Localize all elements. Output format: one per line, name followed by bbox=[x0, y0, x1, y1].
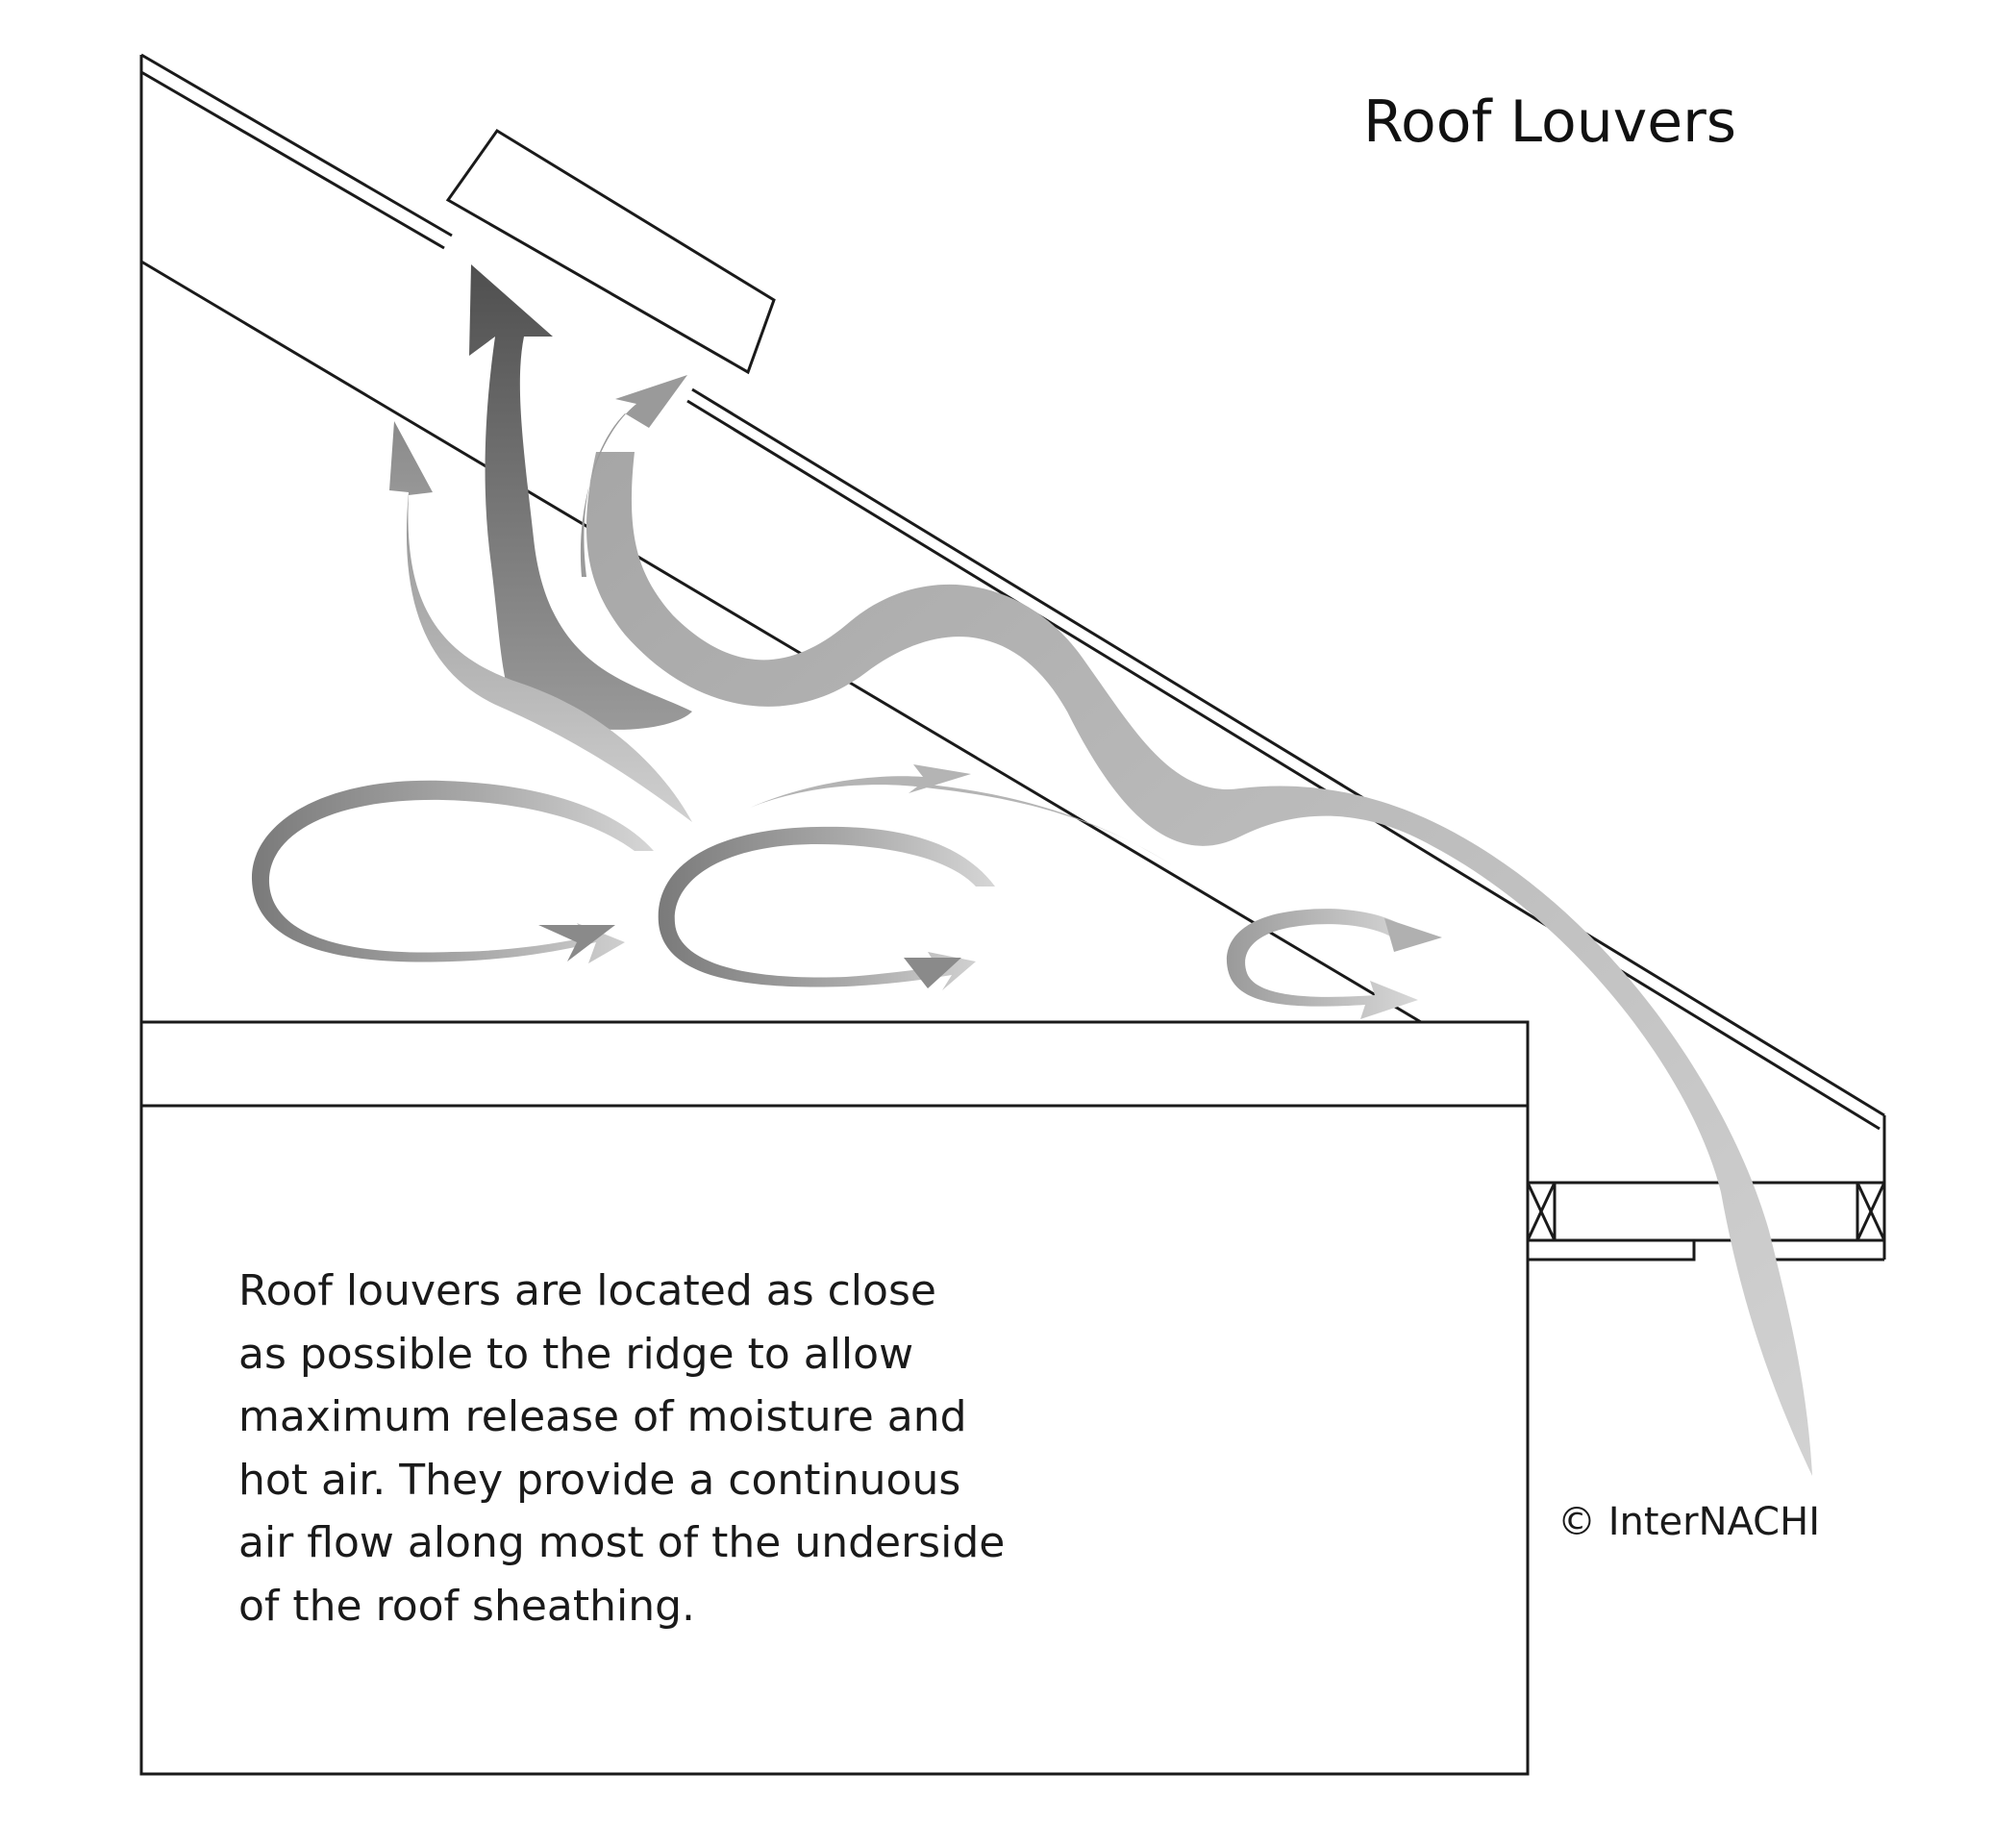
description-text: Roof louvers are located as close as pos… bbox=[238, 1260, 1005, 1637]
airflow-arrowhead-1 bbox=[538, 925, 615, 961]
airflow-loop-3 bbox=[1226, 909, 1418, 1019]
roof-louver bbox=[445, 128, 776, 375]
description-line: of the roof sheathing. bbox=[238, 1581, 696, 1631]
description-line: hot air. They provide a continuous bbox=[238, 1455, 961, 1505]
description-line: as possible to the ridge to allow bbox=[238, 1329, 914, 1379]
airflow-arrow-left-up bbox=[389, 421, 692, 822]
roof-structure bbox=[139, 53, 1886, 1776]
soffit-vent bbox=[1526, 1181, 1886, 1261]
description-line: Roof louvers are located as close bbox=[238, 1266, 936, 1315]
copyright-notice: © InterNACHI bbox=[1557, 1500, 1820, 1544]
airflow-arrow-dark bbox=[469, 264, 692, 730]
airflow-loop-1 bbox=[251, 780, 654, 963]
airflow-arrows bbox=[251, 264, 1812, 1476]
airflow-arrowhead-3 bbox=[1384, 918, 1442, 952]
airflow-arrow-right-up bbox=[580, 375, 687, 577]
description-line: air flow along most of the underside bbox=[238, 1518, 1006, 1567]
diagram-title: Roof Louvers bbox=[1363, 88, 1737, 156]
airflow-arrowhead-2 bbox=[904, 958, 961, 988]
description-line: maximum release of moisture and bbox=[238, 1392, 967, 1441]
